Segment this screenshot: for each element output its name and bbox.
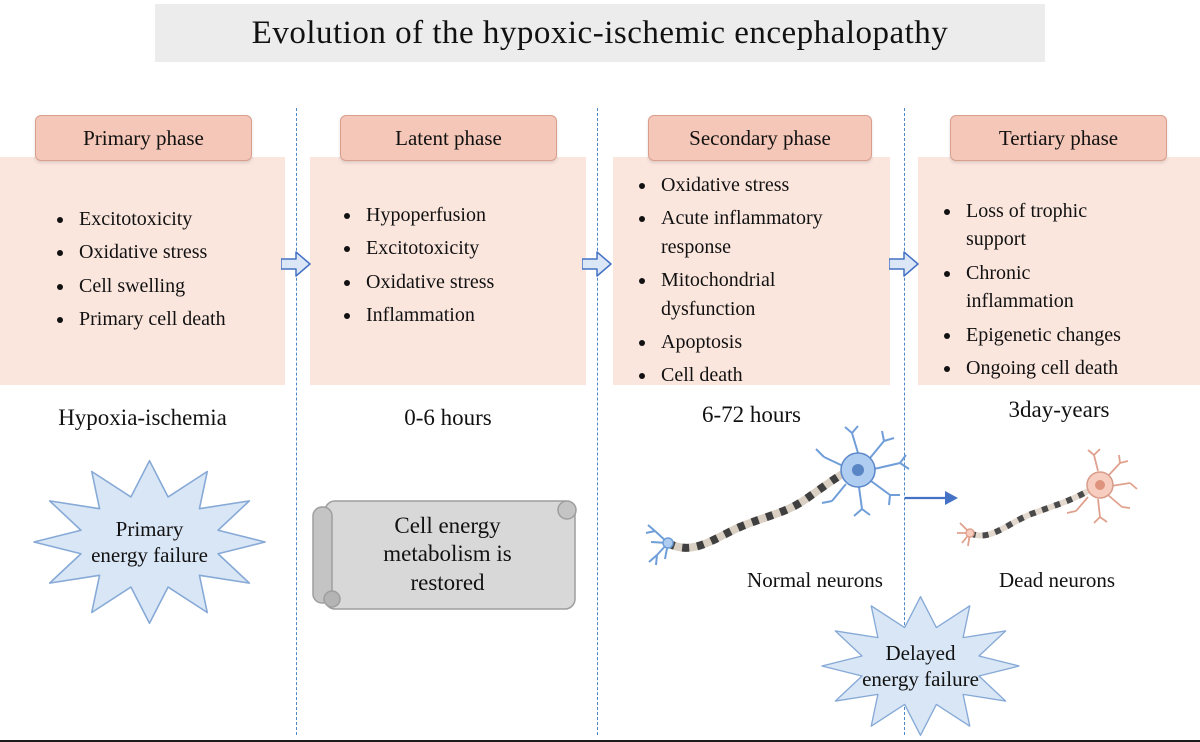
horizontal-scroll-icon bbox=[312, 500, 577, 610]
bullet-item: Oxidative stress bbox=[362, 268, 576, 296]
phase-label: Tertiary phase bbox=[998, 125, 1119, 150]
explosion-star-icon bbox=[821, 596, 1020, 736]
bullet-item: Excitotoxicity bbox=[75, 205, 275, 233]
bullet-item: Loss of trophic support bbox=[962, 197, 1135, 254]
callout-text: Delayed energy failure bbox=[862, 640, 979, 691]
phase-box-latent: Hypoperfusion Excitotoxicity Oxidative s… bbox=[310, 157, 586, 385]
bullet-list-secondary: Oxidative stress Acute inflammatory resp… bbox=[613, 171, 835, 390]
time-label-secondary: 6-72 hours bbox=[701, 402, 802, 427]
phase-box-tertiary: Loss of trophic support Chronic inflamma… bbox=[918, 157, 1200, 385]
block-arrow-right-icon bbox=[888, 250, 919, 278]
bullet-list-latent: Hypoperfusion Excitotoxicity Oxidative s… bbox=[310, 201, 576, 330]
bullet-list-primary: Excitotoxicity Oxidative stress Cell swe… bbox=[0, 205, 275, 334]
bullet-list-tertiary: Loss of trophic support Chronic inflamma… bbox=[918, 197, 1135, 382]
healthy-neuron-icon bbox=[638, 425, 913, 580]
bullet-item: Cell death bbox=[657, 361, 835, 389]
bullet-item: Apoptosis bbox=[657, 328, 835, 356]
phase-header-primary: Primary phase bbox=[35, 115, 252, 161]
time-label-primary: Hypoxia-ischemia bbox=[58, 405, 227, 430]
bullet-item: Oxidative stress bbox=[657, 171, 835, 199]
phase-box-primary: Excitotoxicity Oxidative stress Cell swe… bbox=[0, 157, 285, 385]
metabolism-restored-callout: Cell energy metabolism is restored bbox=[305, 487, 590, 622]
normal-neurons-label: Normal neurons bbox=[747, 568, 883, 592]
phase-header-secondary: Secondary phase bbox=[648, 115, 872, 161]
block-arrow-right-icon bbox=[280, 250, 311, 278]
bullet-item: Cell swelling bbox=[75, 272, 275, 300]
delayed-energy-failure-callout: Delayed energy failure bbox=[803, 595, 1038, 737]
bullet-item: Acute inflammatory response bbox=[657, 204, 835, 261]
phase-label: Secondary phase bbox=[689, 125, 831, 150]
primary-energy-failure-callout: Primary energy failure bbox=[32, 458, 267, 626]
bullet-item: Mitochondrial dysfunction bbox=[657, 266, 835, 323]
bullet-item: Epigenetic changes bbox=[962, 321, 1135, 349]
phase-box-secondary: Oxidative stress Acute inflammatory resp… bbox=[613, 157, 890, 386]
column-divider-2 bbox=[597, 108, 598, 735]
explosion-star-icon bbox=[33, 459, 266, 625]
title-bar: Evolution of the hypoxic-ischemic enceph… bbox=[155, 4, 1045, 62]
dead-neurons-label: Dead neurons bbox=[998, 568, 1116, 592]
bullet-item: Chronic inflammation bbox=[962, 259, 1135, 316]
time-label-latent: 0-6 hours bbox=[404, 405, 492, 430]
bullet-item: Primary cell death bbox=[75, 305, 275, 333]
diagram-title: Evolution of the hypoxic-ischemic enceph… bbox=[251, 14, 949, 51]
callout-text: Primary energy failure bbox=[91, 516, 208, 567]
column-divider-1 bbox=[296, 108, 297, 735]
dead-neuron-icon bbox=[952, 445, 1142, 563]
phase-label: Latent phase bbox=[395, 125, 502, 150]
bullet-item: Ongoing cell death bbox=[962, 354, 1135, 382]
bullet-item: Hypoperfusion bbox=[362, 201, 576, 229]
right-arrow-icon bbox=[903, 487, 959, 509]
phase-label: Primary phase bbox=[83, 125, 204, 150]
column-divider-3 bbox=[904, 108, 905, 735]
callout-text: Cell energy metabolism is restored bbox=[383, 512, 512, 595]
bullet-item: Excitotoxicity bbox=[362, 234, 576, 262]
bullet-item: Oxidative stress bbox=[75, 238, 275, 266]
phase-header-latent: Latent phase bbox=[340, 115, 557, 161]
time-label-tertiary: 3day-years bbox=[1008, 397, 1110, 422]
bullet-item: Inflammation bbox=[362, 301, 576, 329]
block-arrow-right-icon bbox=[581, 250, 612, 278]
phase-header-tertiary: Tertiary phase bbox=[950, 115, 1167, 161]
